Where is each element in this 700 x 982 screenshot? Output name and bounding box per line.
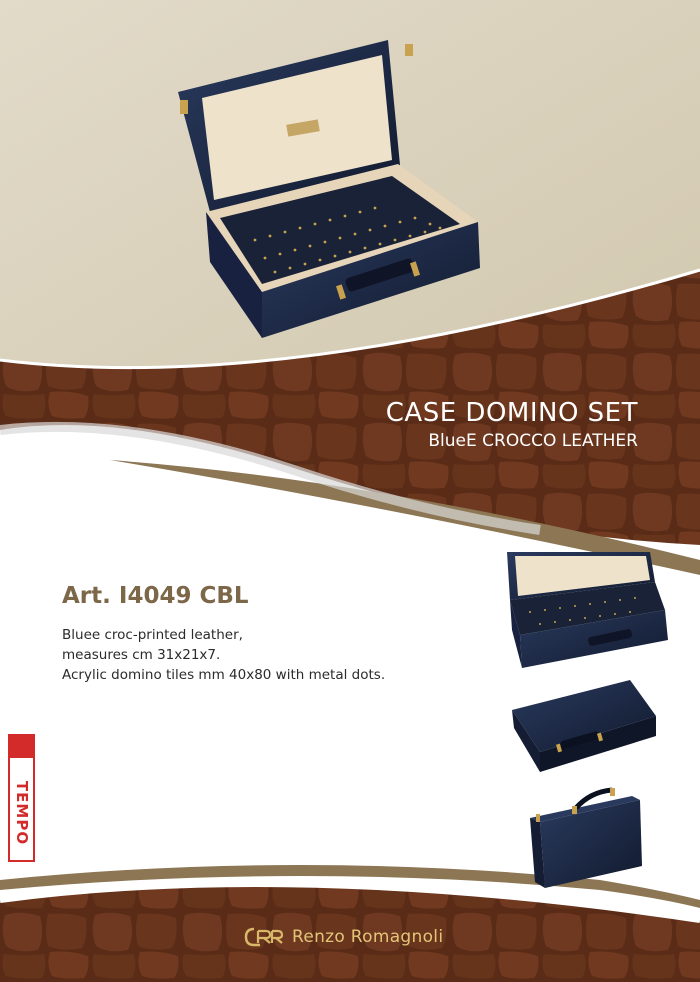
article-code: Art. I4049 CBL <box>62 583 249 609</box>
closed-case-side <box>530 787 642 888</box>
brand-monogram-icon <box>244 927 284 947</box>
open-case-large <box>178 40 480 338</box>
description-line: Acrylic domino tiles mm 40x80 with metal… <box>62 667 386 683</box>
logo-badge <box>8 734 35 758</box>
description-line: Bluee croc-printed leather, <box>62 627 243 643</box>
product-title: CASE DOMINO SET <box>385 398 638 428</box>
brand-footer: Renzo Romagnoli <box>244 926 443 948</box>
product-description: Bluee croc-printed leather, measures cm … <box>62 625 385 685</box>
logo-text: TEMPO <box>12 780 31 845</box>
title-block: CASE DOMINO SET BlueE CROCCO LEATHER <box>386 398 638 452</box>
closed-case-top <box>512 680 656 772</box>
product-subtitle: BlueE CROCCO LEATHER <box>428 431 638 451</box>
open-case-small <box>507 552 668 668</box>
description-line: measures cm 31x21x7. <box>62 647 221 663</box>
brand-name: Renzo Romagnoli <box>292 927 444 947</box>
tempo-logo: TEMPO <box>8 734 35 862</box>
